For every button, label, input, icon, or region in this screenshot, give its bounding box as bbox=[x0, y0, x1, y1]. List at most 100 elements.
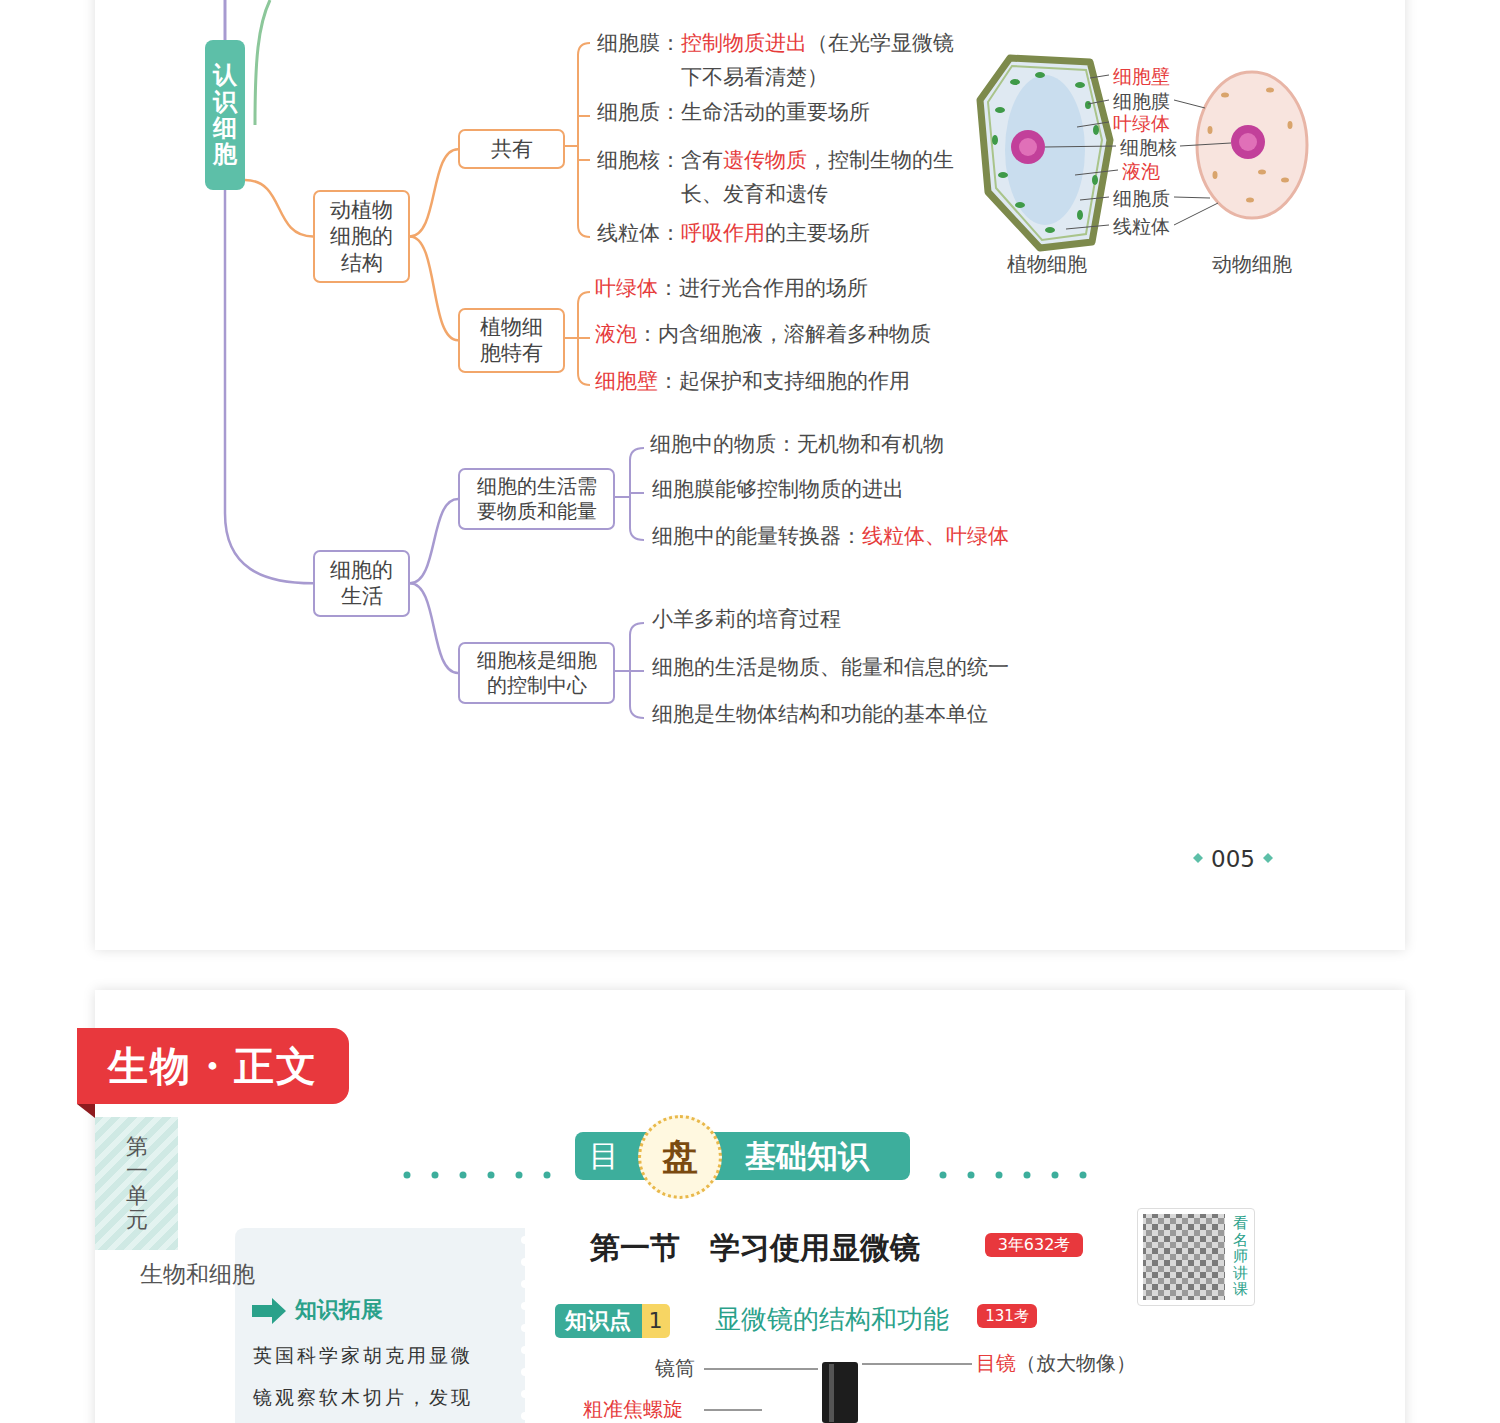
drawing-ellipse bbox=[1015, 202, 1025, 208]
qr-frame: 看名师讲课 bbox=[1137, 1208, 1255, 1306]
drawing-path bbox=[615, 623, 644, 718]
drawing-path bbox=[565, 43, 590, 237]
drawing-ellipse bbox=[1246, 198, 1254, 203]
text-row: 细胞质 bbox=[1113, 186, 1170, 211]
branch-connector bbox=[245, 180, 313, 236]
branch-connector bbox=[225, 190, 313, 583]
text-row: 细胞核：含有遗传物质，控制生物的生长、发育和遗传 bbox=[597, 143, 967, 211]
text-row: 细胞中的能量转换器：线粒体、叶绿体 bbox=[652, 523, 1009, 550]
node-text: 动植物细胞的结构 bbox=[325, 197, 398, 276]
text-row: 粗准焦螺旋 bbox=[583, 1396, 683, 1422]
label-text: 细胞壁 bbox=[1113, 65, 1170, 87]
drawing-line bbox=[224, 0, 227, 42]
text-row: 液泡 bbox=[1122, 159, 1160, 184]
label-text: 叶绿体 bbox=[1113, 112, 1170, 134]
label-text: 细胞膜能够控制物质的进出 bbox=[652, 477, 904, 501]
text-row: 细胞是生物体结构和功能的基本单位 bbox=[652, 701, 988, 728]
drawing-circle bbox=[488, 1172, 495, 1179]
drawing-g bbox=[992, 72, 1099, 233]
drawing-g bbox=[1208, 88, 1293, 203]
drawing-polygon bbox=[1263, 853, 1273, 863]
label-text: 细胞壁 bbox=[595, 369, 658, 393]
drawing-circle bbox=[1239, 133, 1257, 151]
label-text: 遗传物质 bbox=[723, 148, 807, 172]
drawing-rect bbox=[1143, 1214, 1225, 1300]
drawing-path bbox=[235, 1228, 525, 1423]
label-text: ：起保护和支持细胞的作用 bbox=[658, 369, 910, 393]
label-text: 细胞中的能量转换器： bbox=[652, 524, 862, 548]
label-text: 动物细胞 bbox=[1212, 252, 1292, 276]
node-text: 第一单元 bbox=[126, 1135, 148, 1232]
text-row: 细胞质：生命活动的重要场所 bbox=[597, 99, 870, 126]
extension-panel: 知识拓展英国科学家胡克用显微镜观察软木切片，发现 bbox=[235, 1228, 525, 1423]
drawing-g bbox=[1197, 72, 1307, 218]
node-text: 认识细胞 bbox=[213, 62, 237, 168]
drawing-ellipse bbox=[1092, 175, 1098, 185]
drawing-line bbox=[1174, 100, 1205, 108]
label-text: 粗准焦螺旋 bbox=[583, 1397, 683, 1421]
label-text: 细胞质 bbox=[1113, 187, 1170, 209]
unit-band: 第一单元 bbox=[95, 1117, 178, 1250]
drawing-path bbox=[615, 448, 644, 540]
label-text: 细胞的生活是物质、能量和信息的统一 bbox=[652, 655, 1009, 679]
node-text: 知识点 bbox=[555, 1304, 641, 1338]
node-text: 植物细胞特有 bbox=[472, 314, 551, 367]
label-text: 镜筒 bbox=[655, 1356, 695, 1380]
drawing-path bbox=[252, 1298, 286, 1324]
drawing-polygon bbox=[980, 58, 1110, 248]
text-row: 液泡：内含细胞液，溶解着多种物质 bbox=[595, 321, 931, 348]
label-text: 线粒体： bbox=[597, 221, 681, 245]
drawing-ellipse bbox=[1281, 178, 1289, 183]
node-text: 英国科学家胡克用显微镜观察软木切片，发现 bbox=[253, 1334, 493, 1418]
drawing-polygon bbox=[77, 1104, 95, 1118]
drawing-circle bbox=[996, 1172, 1003, 1179]
text-row: 叶绿体 bbox=[1113, 111, 1170, 136]
count-badge: 3年632考 bbox=[985, 1233, 1083, 1257]
drawing-polygon bbox=[1193, 853, 1203, 863]
branch-box: 植物细胞特有 bbox=[458, 308, 565, 373]
drawing-circle bbox=[521, 1236, 529, 1244]
node-text: 1 bbox=[641, 1304, 670, 1338]
drawing-line bbox=[1045, 146, 1116, 147]
drawing-line bbox=[862, 1364, 972, 1365]
text-row: 细胞壁 bbox=[1113, 64, 1170, 89]
text-row: 叶绿体：进行光合作用的场所 bbox=[595, 275, 868, 302]
drawing-line bbox=[1174, 197, 1210, 198]
drawing-g bbox=[565, 43, 590, 385]
text-row: 目镜（放大物像） bbox=[976, 1350, 1136, 1376]
node-text: 131考 bbox=[985, 1306, 1029, 1326]
drawing-ellipse bbox=[1288, 121, 1293, 129]
drawing-g bbox=[1045, 75, 1231, 229]
label-text: 005 bbox=[1211, 846, 1255, 872]
label-text: 控制物质进出 bbox=[681, 31, 807, 55]
drawing-circle bbox=[1011, 130, 1045, 164]
drawing-line bbox=[1077, 122, 1109, 127]
node-text: 共有 bbox=[470, 136, 553, 162]
text-row: 细胞的生活是物质、能量和信息的统一 bbox=[652, 654, 1009, 681]
drawing-ellipse bbox=[1258, 170, 1266, 175]
label-text: 细胞膜： bbox=[597, 31, 681, 55]
root-box: 认识细胞 bbox=[205, 40, 245, 190]
drawing-ellipse bbox=[998, 172, 1008, 178]
text-row: 线粒体 bbox=[1113, 214, 1170, 239]
text-row: 细胞膜 bbox=[1113, 89, 1170, 114]
text-row: 细胞中的物质：无机物和有机物 bbox=[650, 431, 944, 458]
text-row: 生物和细胞 bbox=[140, 1262, 163, 1287]
text-row: 小羊多莉的培育过程 bbox=[652, 606, 841, 633]
text-row: 005 bbox=[1211, 844, 1255, 874]
drawing-circle bbox=[521, 1346, 529, 1354]
branch-box: 动植物细胞的结构 bbox=[313, 190, 410, 283]
drawing-circle bbox=[968, 1172, 975, 1179]
label-text: 细胞核：含有 bbox=[597, 148, 723, 172]
branch-box: 细胞核是细胞的控制中心 bbox=[458, 642, 615, 704]
drawing-ellipse bbox=[992, 135, 998, 145]
drawing-ellipse bbox=[1208, 126, 1213, 134]
label-text: 叶绿体 bbox=[946, 524, 1009, 548]
node-text: 目 bbox=[589, 1137, 619, 1175]
knowledge-badge: 知识点1 bbox=[555, 1304, 670, 1338]
label-text: 细胞中的物质：无机物和有机物 bbox=[650, 432, 944, 456]
branch-box: 细胞的生活需要物质和能量 bbox=[458, 468, 615, 530]
drawing-ellipse bbox=[1266, 88, 1274, 93]
drawing-ellipse bbox=[1010, 79, 1020, 85]
label-text: 液泡 bbox=[1122, 160, 1160, 182]
